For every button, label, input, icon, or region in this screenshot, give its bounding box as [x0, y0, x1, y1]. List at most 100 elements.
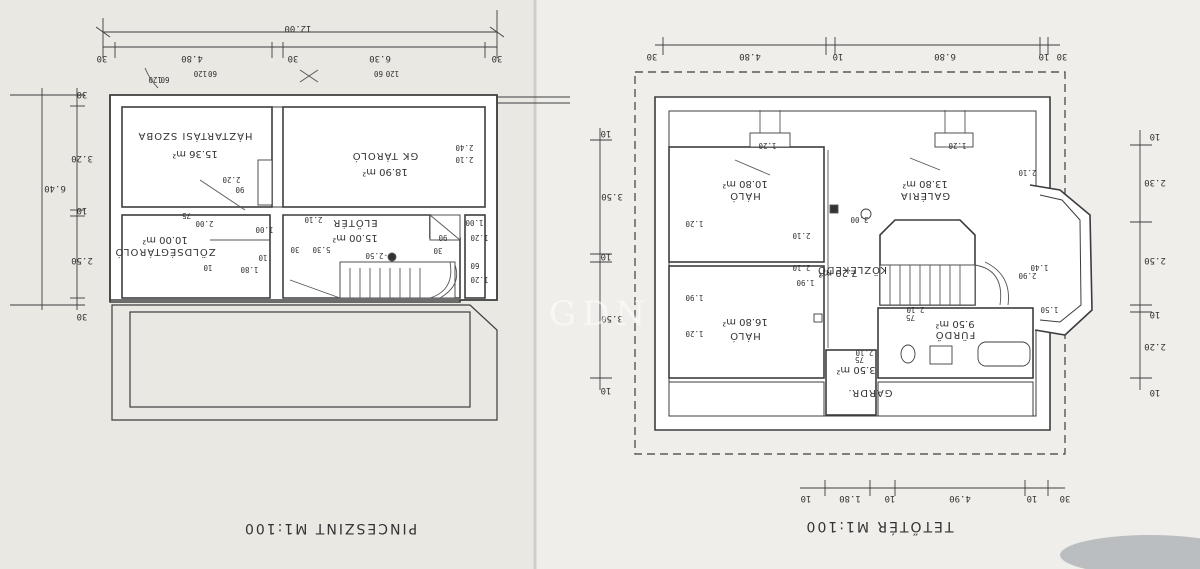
attic-note-8: 2.10	[906, 305, 925, 314]
dim-attic-right-top: 10	[1150, 131, 1161, 141]
basement-stairs	[289, 261, 458, 299]
dim-basement-left-edge: 30	[97, 53, 108, 63]
attic-details	[734, 110, 1031, 367]
room-area-zoldseg: 10.00 m²	[142, 234, 188, 245]
attic-note-9: 75	[855, 355, 864, 364]
room-halo2	[668, 265, 825, 379]
room-area-kozlekedo: 7.20 m²	[818, 267, 857, 278]
basement-note-9: 2.40	[455, 143, 474, 152]
attic-left-dimension	[590, 128, 612, 390]
attic-right-dimension	[1130, 130, 1152, 390]
room-label-galeria: GALÉRIA	[900, 190, 950, 203]
attic-note-3: 2.10	[792, 263, 811, 272]
basement-note-19: 30	[433, 246, 443, 255]
basement-note-7: 30	[290, 245, 300, 254]
attic-note-14: 1.50	[1040, 305, 1059, 314]
dim-basement-height: 6.40	[44, 183, 66, 193]
room-area-galeria: 13.80 m²	[902, 178, 948, 189]
basement-note-20: 120	[148, 75, 162, 84]
attic-note-15: 2.10	[1018, 168, 1037, 177]
shadow-corner	[1060, 535, 1200, 569]
attic-note-13: 1.40	[1030, 263, 1049, 272]
attic-note-10: 2.10	[855, 348, 874, 357]
dim-attic-mid: 10	[833, 51, 844, 61]
room-label-gardrob: GARDR.	[847, 387, 892, 398]
attic-note-5: 1.90	[685, 293, 704, 302]
attic-title: TETŐTÉR M1:100	[805, 518, 955, 536]
room-label-furdo: FÜRDŐ	[935, 329, 976, 343]
attic-stairs	[879, 261, 1009, 306]
attic-top-dimension	[655, 37, 1060, 55]
room-area-eloter: 15.00 m²	[332, 232, 378, 243]
dim-window-3: 120	[385, 69, 399, 78]
basement-note-10: 2.10	[455, 155, 474, 164]
room-label-haztartasi: HÁZTARTÁSI SZOBA	[137, 130, 252, 143]
attic-note-2: 2.10	[792, 231, 811, 240]
attic-bottom-dimension	[800, 480, 1065, 496]
basement-note-11: 1.00	[465, 218, 484, 227]
attic-note-6: 1.20	[948, 141, 967, 150]
attic-bay-window	[1029, 184, 1093, 336]
watermark: GDN	[549, 294, 651, 334]
attic-note-4: 1.20	[758, 141, 777, 150]
room-label-kozlekedo: KÖZLEKEDŐ	[817, 264, 887, 278]
basement-note-21: 60	[160, 75, 170, 84]
basement-note-18: 10	[258, 253, 268, 262]
dim-attic-bottom-s2: 4.90	[949, 493, 971, 503]
dim-attic-left-top: 10	[601, 128, 612, 138]
dim-basement-midh: 10	[77, 205, 88, 215]
basement-note-15: 90	[438, 233, 448, 242]
dim-attic-right-mid: 10	[1150, 309, 1161, 319]
dim-attic-bottom-e3: 10	[1027, 493, 1038, 503]
attic-note-1: 1.20	[685, 329, 704, 338]
room-label-tarolo: GK TÁROLÓ	[352, 150, 419, 163]
attic-roof-outline	[634, 71, 1066, 455]
basement-note-13: 1.20	[470, 275, 489, 284]
attic-plan	[590, 37, 1152, 496]
room-side	[464, 214, 486, 299]
basement-note-1: 90	[235, 185, 245, 194]
room-halo1	[668, 146, 825, 263]
room-label-eloter: ELŐTÉR	[332, 217, 377, 231]
basement-note-5: 2.10	[304, 215, 323, 224]
dim-basement-bottom: 30	[77, 311, 88, 321]
dim-basement-right-edge: 30	[492, 53, 503, 63]
dim-attic-left-edge: 30	[647, 51, 658, 61]
dim-attic-right-bottom: 10	[1150, 387, 1161, 397]
basement-left-dimension	[10, 88, 85, 310]
dim-attic-right-h3: 2.20	[1144, 341, 1166, 351]
attic-note-16: 1.90	[796, 278, 815, 287]
attic-note-0: 1.20	[685, 219, 704, 228]
dim-basement-seg2: 6.30	[369, 53, 391, 63]
dim-basement-seg1: 4.80	[181, 53, 203, 63]
dim-basement-top: 30	[77, 89, 88, 99]
dim-attic-seg2: 6.80	[934, 51, 956, 61]
dim-basement-h1: 3.20	[71, 153, 93, 163]
dim-attic-bottom-e1: 10	[801, 493, 812, 503]
dim-attic-seg1: 4.80	[739, 51, 761, 61]
dim-attic-left-h2: 3.50	[601, 313, 623, 323]
dim-window-1: 120	[193, 69, 207, 78]
dim-attic-right-h2: 2.50	[1144, 255, 1166, 265]
basement-title: PINCESZINT M1:100	[243, 520, 417, 536]
basement-top-dimension	[95, 10, 505, 58]
room-tarolo	[282, 106, 486, 208]
basement-note-6: 5.30	[312, 245, 331, 254]
basement-note-0: 2.20	[222, 175, 241, 184]
dim-attic-bottom-e4: 30	[1060, 493, 1071, 503]
dim-window-2: 60	[207, 69, 217, 78]
dim-attic-bottom-s1: 1.80	[839, 493, 861, 503]
attic-note-12: 2.90	[1018, 271, 1037, 280]
dim-basement-h2: 2.50	[71, 255, 93, 265]
room-area-haztartasi: 15.36 m²	[172, 148, 218, 159]
room-gardrob	[825, 349, 877, 416]
dim-attic-left-bottom: 10	[601, 385, 612, 395]
room-area-gardrob: 3.50 m²	[836, 364, 875, 375]
room-area-furdo: 9.50 m²	[935, 318, 974, 329]
dim-window-4: 60	[373, 69, 383, 78]
room-label-halo2: HÁLÓ	[729, 330, 760, 343]
room-label-zoldseg: ZÖLDSÉGTÁROLÓ	[114, 246, 215, 259]
room-zoldseg	[121, 214, 271, 299]
basement-note-4: 1.00	[255, 225, 274, 234]
